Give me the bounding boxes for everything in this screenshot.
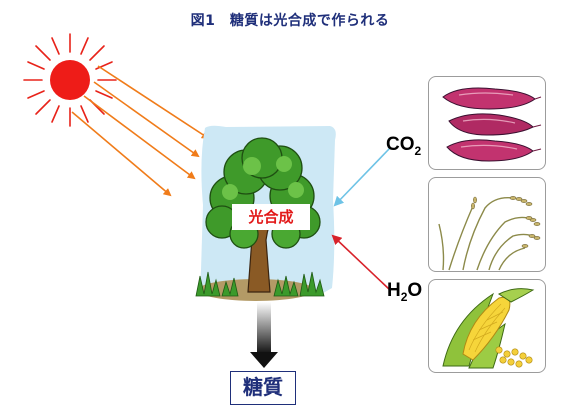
- sweet-potato-panel: [428, 76, 546, 170]
- sunlight-arrow: [83, 95, 196, 180]
- sunlight-arrows: [71, 65, 210, 197]
- co2-label: CO2: [386, 134, 421, 158]
- h2o-main: H: [387, 280, 401, 301]
- diagram-title: 図1 糖質は光合成で作られる: [190, 13, 390, 29]
- h2o-subscript: 2: [400, 289, 408, 304]
- rice-plant-icon: [438, 196, 541, 271]
- h2o-arrow: [331, 234, 391, 291]
- output-arrow: [250, 302, 278, 368]
- sunlight-arrow: [71, 111, 172, 197]
- sunlight-arrow: [93, 81, 200, 158]
- sun-icon: [23, 33, 117, 127]
- sugar-label: 糖質: [243, 375, 283, 399]
- photosynthesis-label: 光合成: [232, 204, 310, 230]
- co2-main: CO: [386, 134, 415, 155]
- sunlight-arrow: [97, 65, 210, 140]
- corn-panel: [428, 279, 546, 373]
- co2-subscript: 2: [414, 143, 422, 158]
- co2-arrow: [333, 147, 391, 207]
- rice-plant-panel: [428, 177, 546, 272]
- h2o-tail: O: [407, 280, 423, 301]
- h2o-label: H2O: [387, 280, 422, 304]
- corn-icon: [442, 288, 535, 369]
- sugar-output-box: 糖質: [230, 371, 296, 405]
- sweet-potato-icon: [442, 87, 542, 162]
